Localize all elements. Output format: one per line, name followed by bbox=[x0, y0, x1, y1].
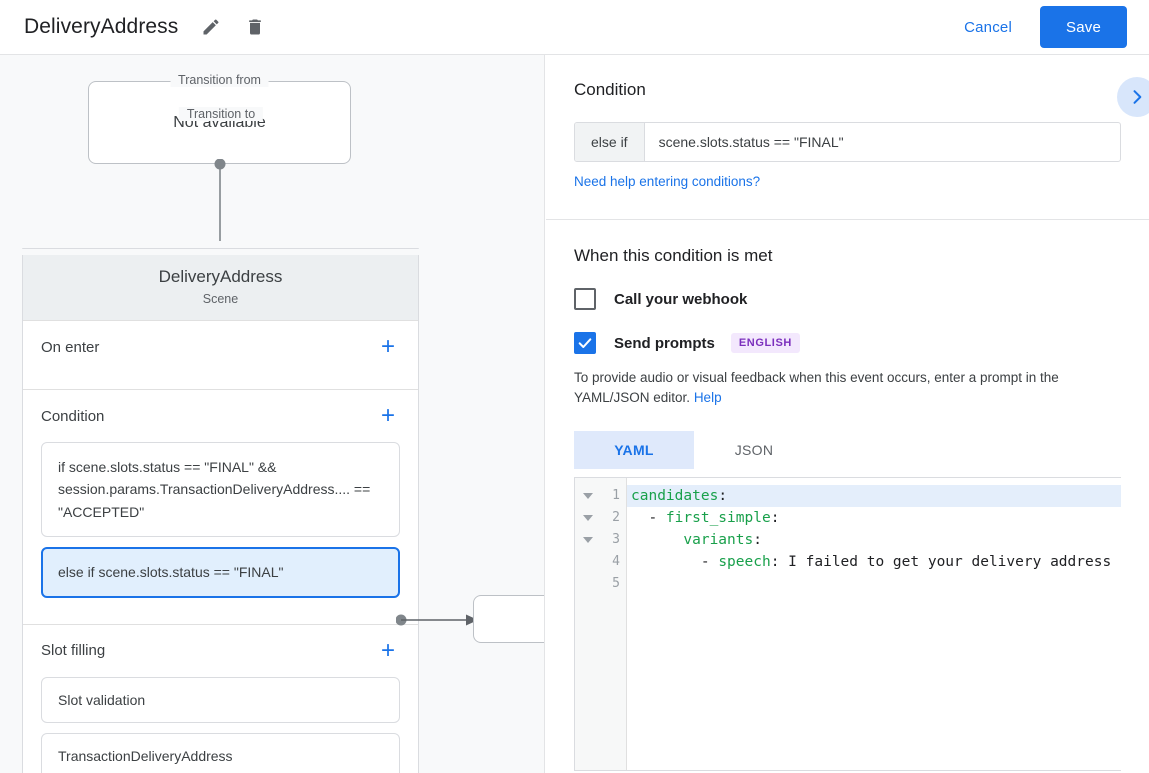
condition-prefix-label: else if bbox=[575, 123, 645, 161]
details-panel: Condition else if scene.slots.status == … bbox=[546, 55, 1149, 773]
help-link[interactable]: Help bbox=[693, 390, 722, 406]
panel-when-met-block: When this condition is met Call your web… bbox=[546, 220, 1149, 771]
scene-node-card[interactable]: DeliveryAddress Scene On enter + Conditi… bbox=[22, 248, 419, 773]
code-line[interactable] bbox=[627, 573, 1121, 595]
editor-format-tabs: YAML JSON bbox=[574, 430, 1121, 469]
scene-node-header: DeliveryAddress Scene bbox=[23, 249, 418, 320]
send-prompts-checkbox[interactable] bbox=[574, 332, 596, 354]
code-line[interactable]: variants: bbox=[627, 529, 1121, 551]
condition-out-edge bbox=[396, 614, 478, 626]
trash-icon[interactable] bbox=[244, 16, 266, 38]
gutter-row: 1 bbox=[575, 485, 626, 507]
gutter-row: 4 bbox=[575, 551, 626, 573]
chevron-right-icon[interactable] bbox=[1117, 77, 1149, 117]
panel-condition-heading: Condition bbox=[574, 80, 646, 99]
section-slot-filling-title: Slot filling bbox=[41, 642, 106, 660]
gutter-row: 5 bbox=[575, 573, 626, 595]
condition-card[interactable]: if scene.slots.status == "FINAL" && sess… bbox=[41, 442, 400, 538]
language-badge: ENGLISH bbox=[730, 333, 800, 353]
line-number: 3 bbox=[612, 532, 620, 547]
line-number: 2 bbox=[612, 510, 620, 525]
transition-from-box: Transition from Not available bbox=[88, 73, 351, 164]
when-met-heading: When this condition is met bbox=[574, 246, 773, 265]
call-webhook-checkbox[interactable] bbox=[574, 288, 596, 310]
send-prompts-row[interactable]: Send prompts ENGLISH bbox=[574, 332, 1121, 354]
line-number: 4 bbox=[612, 554, 620, 569]
code-token: : bbox=[770, 509, 780, 526]
condition-card-selected[interactable]: else if scene.slots.status == "FINAL" bbox=[41, 547, 400, 598]
yaml-code-editor[interactable]: 1 2 3 4 5 candidates: - first_simple: varian… bbox=[574, 476, 1121, 771]
next-node-card[interactable] bbox=[473, 595, 544, 643]
section-on-enter: On enter + bbox=[23, 320, 418, 389]
scene-node-title: DeliveryAddress bbox=[158, 267, 283, 286]
condition-expression-input[interactable]: scene.slots.status == "FINAL" bbox=[658, 134, 844, 150]
line-number: 1 bbox=[612, 488, 620, 503]
code-token: speech bbox=[718, 553, 771, 570]
call-webhook-label: Call your webhook bbox=[614, 290, 748, 308]
code-token: candidates bbox=[631, 487, 719, 504]
flow-canvas[interactable]: Transition from Not available Transition… bbox=[0, 55, 545, 773]
code-token: variants bbox=[683, 531, 754, 548]
section-slot-filling: Slot filling + Slot validation Transacti… bbox=[23, 623, 418, 773]
save-button[interactable]: Save bbox=[1040, 6, 1127, 48]
transition-to-legend: Transition to bbox=[178, 107, 264, 121]
fold-triangle-icon[interactable] bbox=[583, 492, 593, 499]
fold-triangle-icon[interactable] bbox=[583, 514, 593, 521]
add-condition-button[interactable]: + bbox=[380, 402, 395, 429]
top-app-bar: DeliveryAddress Cancel Save bbox=[0, 0, 1149, 55]
transition-from-legend: Transition from bbox=[170, 73, 269, 87]
transition-from-value: Not available bbox=[173, 113, 266, 131]
page-title: DeliveryAddress bbox=[24, 15, 179, 38]
cancel-button[interactable]: Cancel bbox=[954, 11, 1022, 44]
webhook-row[interactable]: Call your webhook bbox=[574, 288, 1121, 310]
section-condition-header: Condition + bbox=[41, 390, 400, 442]
tab-json[interactable]: JSON bbox=[734, 441, 774, 458]
gutter-row: 2 bbox=[575, 507, 626, 529]
send-prompts-description: To provide audio or visual feedback when… bbox=[574, 368, 1121, 409]
condition-input-row[interactable]: else if scene.slots.status == "FINAL" bbox=[574, 122, 1121, 162]
code-token: : bbox=[753, 531, 762, 548]
section-condition-title: Condition bbox=[41, 407, 105, 425]
section-on-enter-title: On enter bbox=[41, 338, 100, 356]
condition-help-link[interactable]: Need help entering conditions? bbox=[574, 174, 761, 189]
send-prompts-description-text: To provide audio or visual feedback when… bbox=[574, 370, 1059, 406]
code-token bbox=[631, 532, 683, 548]
code-line[interactable]: candidates: bbox=[627, 484, 1121, 507]
node-top-border bbox=[22, 248, 419, 249]
code-token: : bbox=[770, 553, 789, 570]
send-prompts-label: Send prompts bbox=[614, 334, 715, 352]
editor-gutter: 1 2 3 4 5 bbox=[575, 477, 627, 770]
line-number: 5 bbox=[612, 576, 620, 591]
section-on-enter-header: On enter + bbox=[41, 321, 400, 373]
editor-code-area[interactable]: candidates: - first_simple: variants: - … bbox=[627, 478, 1121, 770]
code-token: - bbox=[631, 553, 719, 570]
code-token: I failed to get your delivery address bbox=[788, 553, 1112, 570]
add-on-enter-button[interactable]: + bbox=[380, 333, 395, 360]
code-line[interactable]: - first_simple: bbox=[627, 507, 1121, 529]
section-condition: Condition + if scene.slots.status == "FI… bbox=[23, 389, 418, 624]
slot-card[interactable]: TransactionDeliveryAddress bbox=[41, 732, 400, 773]
code-token: first_simple bbox=[665, 509, 771, 526]
pencil-icon[interactable] bbox=[200, 16, 222, 38]
code-line[interactable]: - speech: I failed to get your delivery … bbox=[627, 551, 1121, 573]
slot-card[interactable]: Slot validation bbox=[41, 676, 400, 723]
panel-condition-block: Condition else if scene.slots.status == … bbox=[546, 55, 1149, 220]
code-token: : bbox=[718, 487, 728, 504]
code-token: - bbox=[631, 509, 666, 526]
add-slot-filling-button[interactable]: + bbox=[380, 636, 395, 664]
tab-yaml[interactable]: YAML bbox=[574, 430, 694, 469]
section-slot-filling-header: Slot filling + bbox=[41, 625, 400, 677]
gutter-row: 3 bbox=[575, 529, 626, 551]
scene-node-subtitle: Scene bbox=[202, 292, 239, 306]
fold-triangle-icon[interactable] bbox=[583, 536, 593, 543]
